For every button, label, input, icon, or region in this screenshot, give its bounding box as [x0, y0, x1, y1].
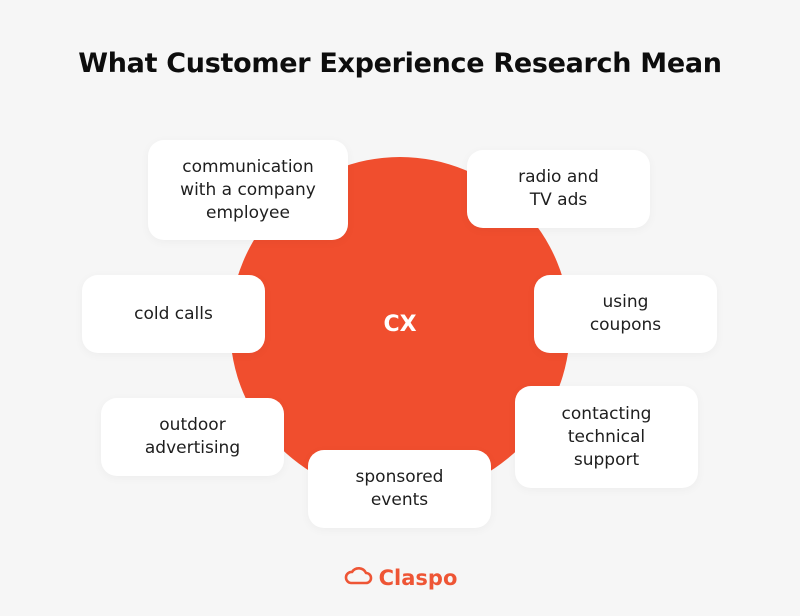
item-label: communication with a company employee — [180, 156, 316, 223]
center-label: CX — [383, 312, 417, 337]
item-label: using coupons — [589, 292, 662, 335]
brand-footer: Claspo — [0, 566, 800, 590]
item-radio-tv-ads: radio and TV ads — [467, 150, 650, 228]
item-sponsored-events: sponsored events — [308, 450, 491, 528]
item-label: radio and TV ads — [518, 167, 599, 210]
item-outdoor-advertising: outdoor advertising — [101, 398, 284, 476]
page-title: What Customer Experience Research Mean — [78, 48, 722, 79]
item-communication: communication with a company employee — [148, 140, 348, 240]
item-using-coupons: using coupons — [534, 275, 717, 353]
item-label: contacting technical support — [561, 403, 652, 470]
item-label: sponsored events — [355, 467, 444, 510]
item-cold-calls: cold calls — [82, 275, 265, 353]
item-label: outdoor advertising — [144, 415, 241, 458]
brand-name: Claspo — [378, 566, 458, 590]
item-technical-support: contacting technical support — [515, 386, 698, 488]
item-label: cold calls — [134, 303, 213, 324]
cloud-icon — [343, 566, 373, 590]
